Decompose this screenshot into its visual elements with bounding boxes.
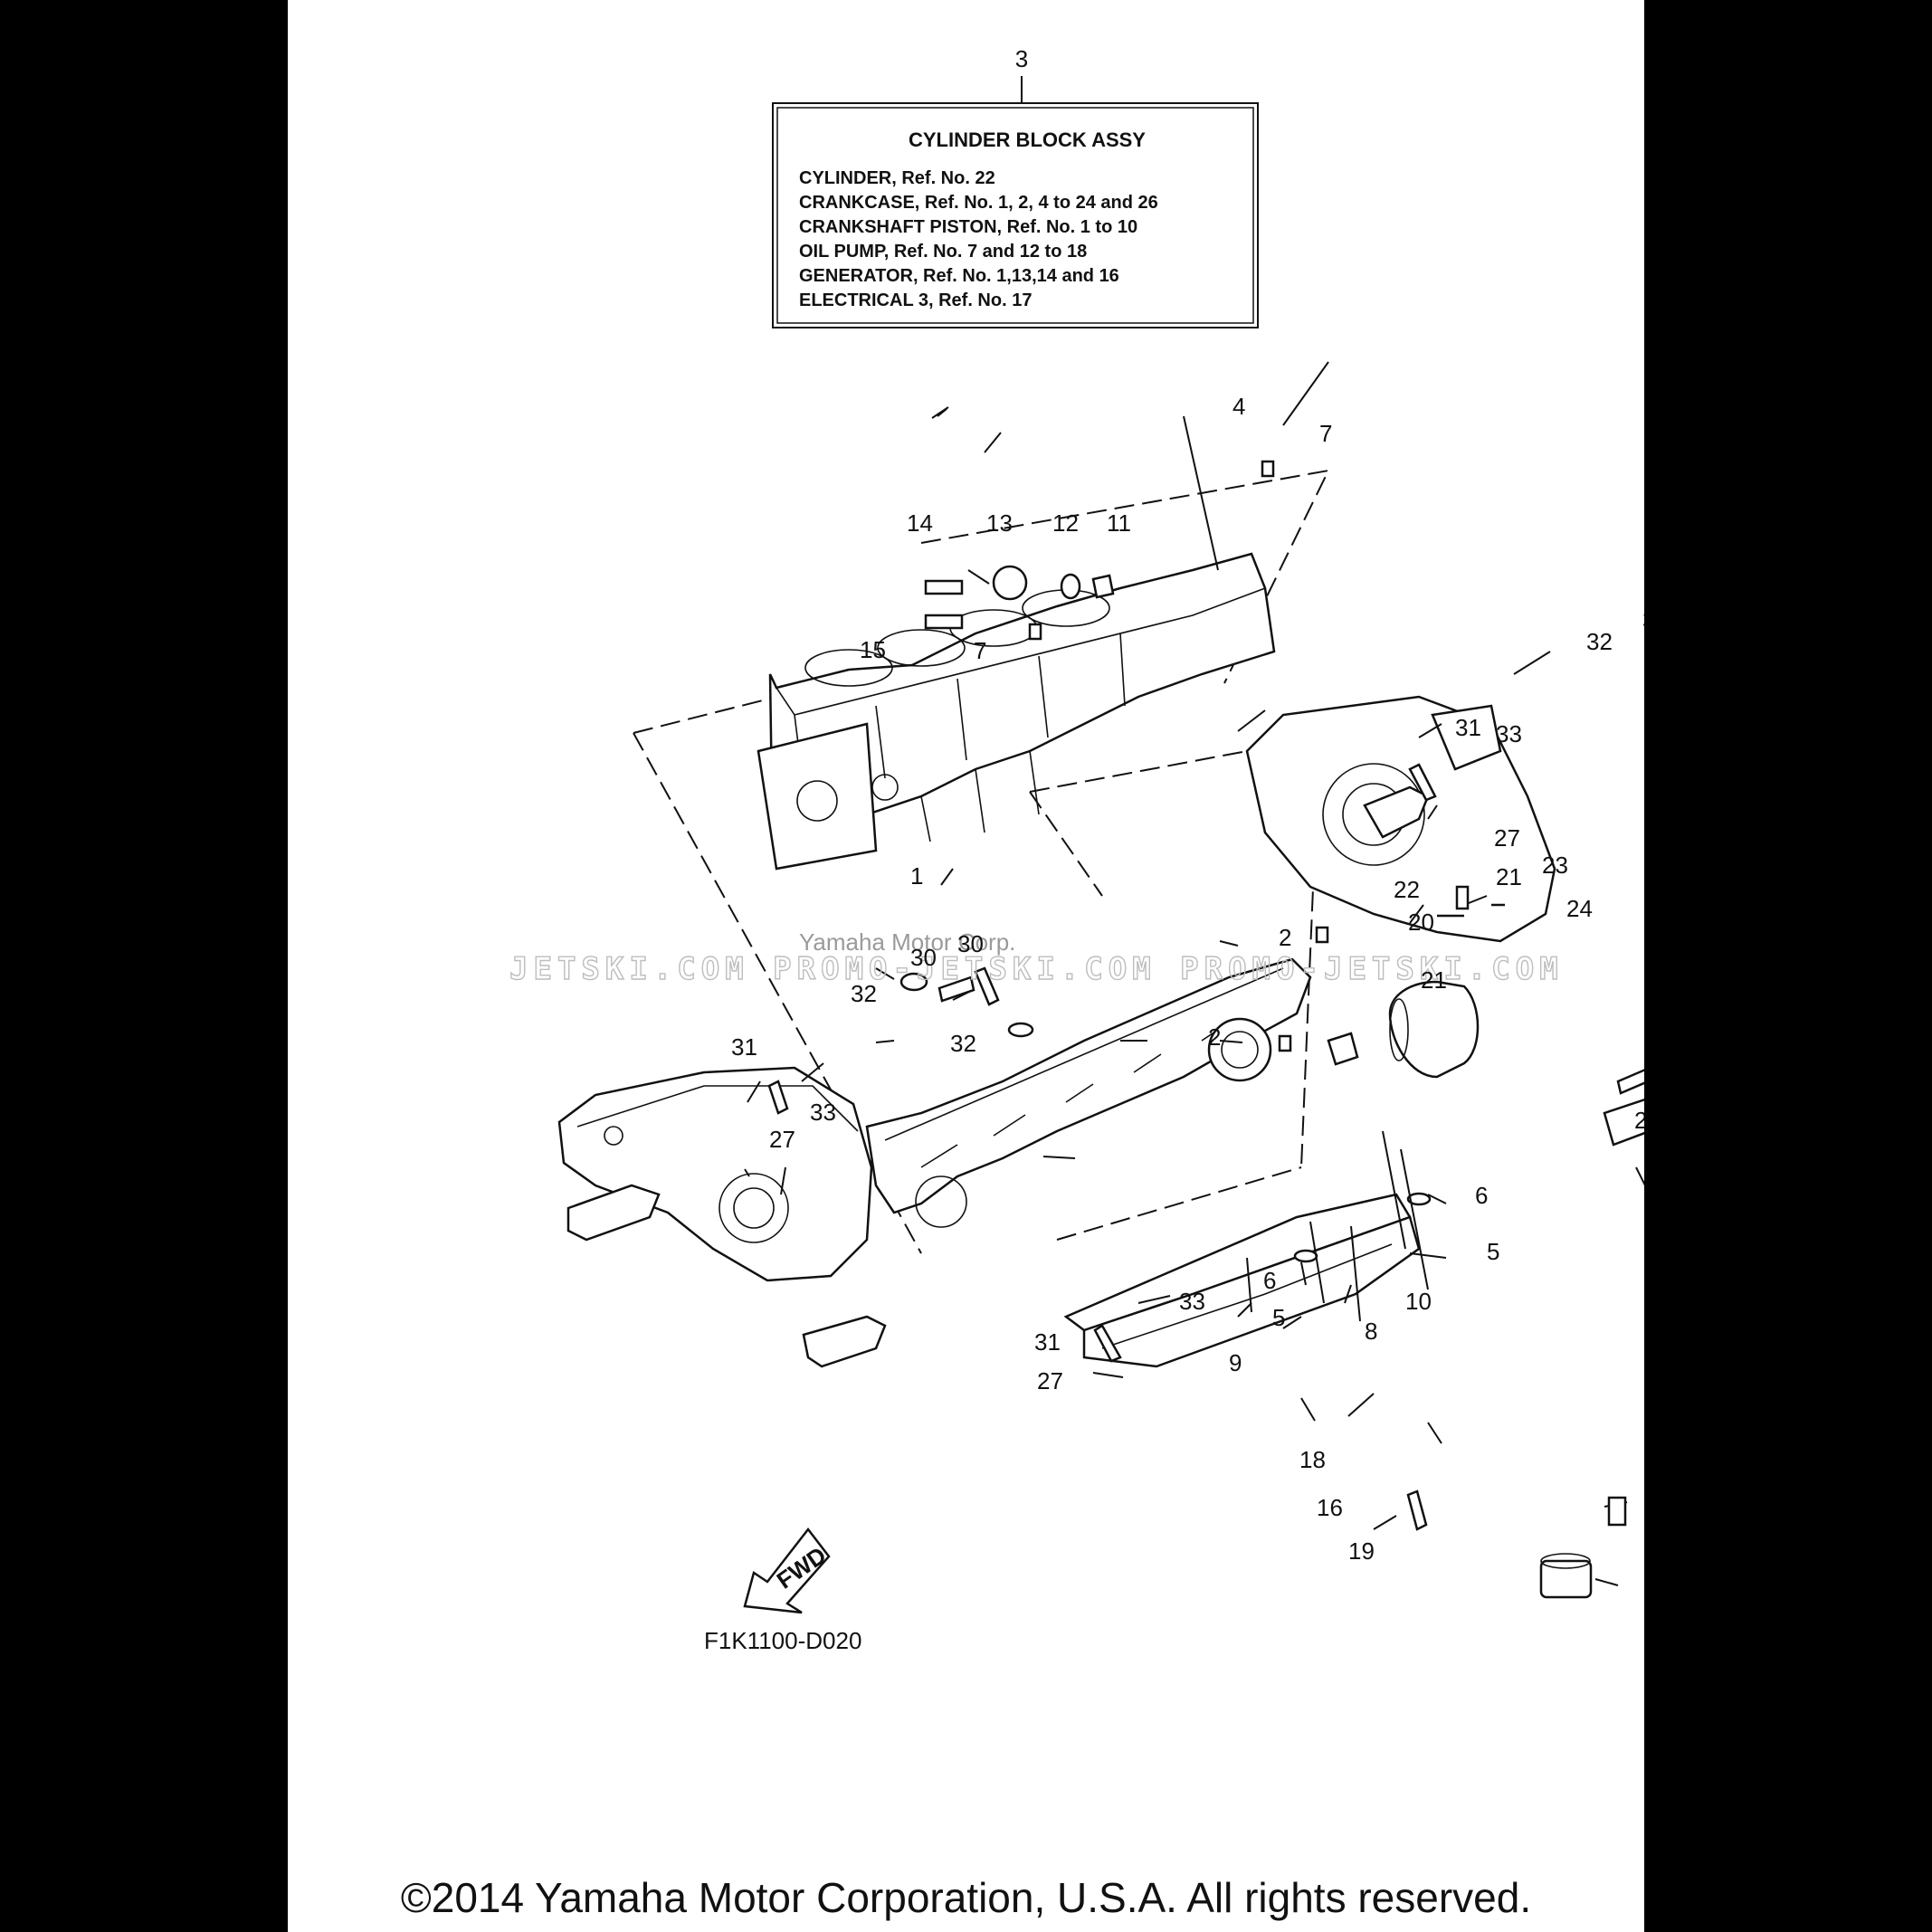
watermark-credit: Yamaha Motor Corp.	[799, 928, 1015, 956]
callout-30: 30	[910, 944, 937, 971]
watermark: JETSKI.COM PROMO-JETSKI.COM PROMO-JETSKI…	[509, 928, 1564, 988]
callout-33: 33	[1179, 1288, 1205, 1315]
callout-10: 10	[1405, 1288, 1432, 1315]
fasteners	[767, 415, 1644, 1531]
callout-33: 33	[810, 1099, 836, 1126]
callout-24: 24	[1566, 895, 1593, 922]
assembly-line: CRANKSHAFT PISTON, Ref. No. 1 to 10	[799, 217, 1137, 237]
callout-26: 26	[1634, 1107, 1644, 1134]
callout-32: 32	[1586, 628, 1613, 655]
callout-11: 11	[1107, 509, 1131, 537]
callout-9: 9	[1229, 1349, 1242, 1376]
callout-31: 31	[731, 1033, 757, 1061]
callout-30: 30	[957, 930, 984, 957]
callout-15: 15	[860, 636, 886, 663]
callout-2: 2	[1279, 924, 1291, 951]
callout-27: 27	[1494, 824, 1520, 852]
callouts: 1 2 2 4 5 5 6 6 7 7 8 9 10 11 12 13 14 1…	[731, 393, 1644, 1565]
assembly-line: CRANKCASE, Ref. No. 1, 2, 4 to 24 and 26	[799, 193, 1158, 213]
oil-filter	[1327, 980, 1480, 1079]
callout-33: 33	[1496, 720, 1522, 747]
exploded-parts-diagram: 3 CYLINDER BLOCK ASSY CYLINDER, Ref. No.…	[509, 45, 1644, 1654]
callout-13: 13	[986, 509, 1013, 537]
callout-14: 14	[907, 509, 933, 537]
callout-6: 6	[1263, 1267, 1276, 1294]
leader-lines	[744, 361, 1644, 1586]
callout-23: 23	[1542, 852, 1568, 879]
callout-19: 19	[1348, 1537, 1375, 1565]
assembly-line: CYLINDER, Ref. No. 22	[799, 168, 995, 188]
callout-12: 12	[1052, 509, 1079, 537]
assembly-info-box: 3 CYLINDER BLOCK ASSY CYLINDER, Ref. No.…	[772, 45, 1259, 328]
callout-22: 22	[1394, 876, 1420, 903]
callout-3: 3	[1015, 45, 1028, 72]
diagram-sheet: 3 CYLINDER BLOCK ASSY CYLINDER, Ref. No.…	[288, 0, 1644, 1932]
callout-30: 30	[1642, 606, 1644, 633]
callout-31: 31	[1455, 714, 1481, 741]
callout-16: 16	[1317, 1494, 1343, 1521]
callout-7: 7	[974, 637, 986, 664]
callout-21: 21	[1421, 966, 1447, 994]
callout-2: 2	[1208, 1023, 1221, 1051]
callout-18: 18	[1299, 1446, 1326, 1473]
callout-6: 6	[1475, 1182, 1488, 1209]
callout-7: 7	[1319, 420, 1332, 447]
callout-8: 8	[1365, 1318, 1377, 1345]
assembly-line: OIL PUMP, Ref. No. 7 and 12 to 18	[799, 242, 1087, 262]
assembly-title: CYLINDER BLOCK ASSY	[909, 128, 1146, 151]
callout-4: 4	[1232, 393, 1245, 420]
callout-20: 20	[1408, 909, 1434, 936]
callout-21: 21	[1496, 863, 1522, 890]
callout-5: 5	[1487, 1238, 1499, 1265]
callout-5: 5	[1272, 1304, 1285, 1331]
copyright-notice: ©2014 Yamaha Motor Corporation, U.S.A. A…	[400, 1874, 1532, 1921]
crankcase-lower	[865, 957, 1312, 1228]
oil-pan	[1063, 1193, 1421, 1368]
fwd-arrow: FWD	[743, 1527, 831, 1614]
cylinder-block	[757, 552, 1276, 871]
callout-27: 27	[1037, 1367, 1063, 1394]
callout-32: 32	[950, 1030, 976, 1057]
callout-1: 1	[910, 862, 923, 890]
generator-cover-left	[557, 1066, 873, 1282]
callout-27: 27	[769, 1126, 795, 1153]
assembly-line: GENERATOR, Ref. No. 1,13,14 and 16	[799, 266, 1119, 286]
assembly-line: ELECTRICAL 3, Ref. No. 17	[799, 290, 1032, 310]
callout-32: 32	[851, 980, 877, 1007]
figure-code: F1K1100-D020	[704, 1627, 861, 1654]
engine-mounts	[566, 785, 1644, 1599]
callout-31: 31	[1034, 1328, 1061, 1356]
watermark-text: JETSKI.COM PROMO-JETSKI.COM PROMO-JETSKI…	[509, 951, 1564, 987]
